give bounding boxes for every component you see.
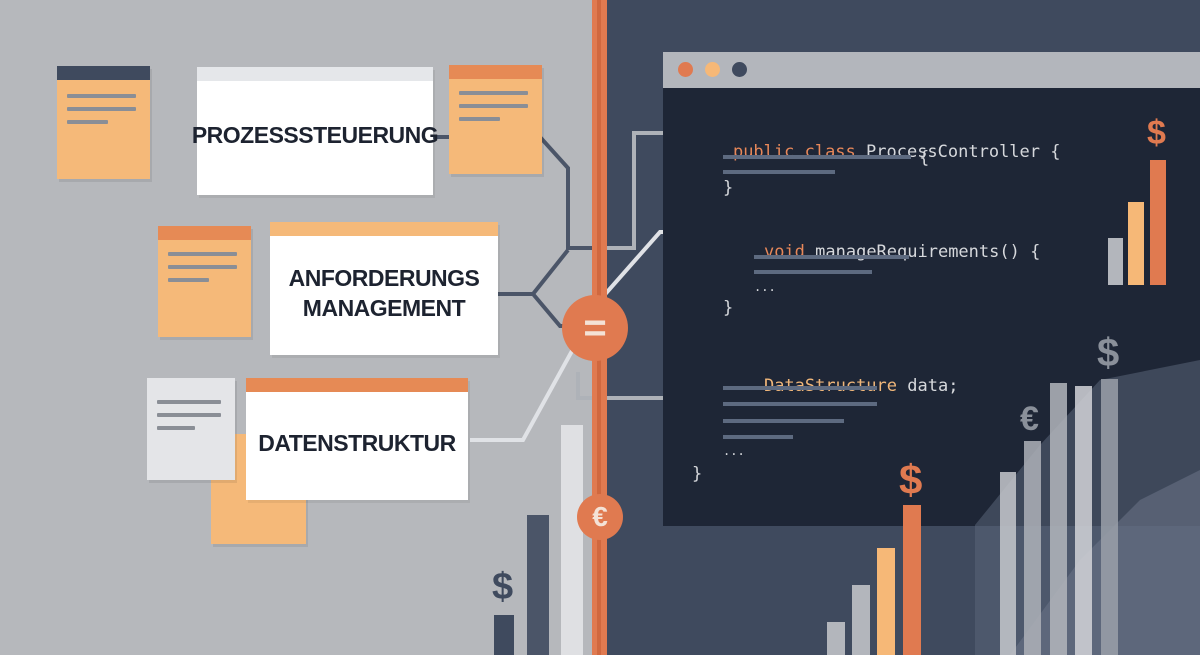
bar-right-4	[903, 505, 921, 655]
code-brace-open: {	[919, 148, 930, 168]
code-brace-close: }	[723, 178, 734, 198]
equals-symbol: =	[583, 305, 607, 350]
code-ellipsis: ...	[723, 444, 745, 458]
window-close-icon[interactable]	[678, 62, 693, 77]
euro-symbol: €	[592, 501, 608, 532]
bar-right-7	[1050, 383, 1067, 655]
bar-left-1	[494, 615, 514, 655]
code-ellipsis: ...	[754, 280, 776, 294]
code-placeholder-line	[723, 402, 877, 406]
sticky-note-orange-top	[449, 65, 542, 174]
card-anforderungsmanagement[interactable]: ANFORDERUNGS MANAGEMENT	[270, 222, 498, 355]
bar-left-2	[527, 515, 549, 655]
bar-right-1	[827, 622, 845, 655]
sticky-note-dark-top	[57, 66, 150, 179]
sticky-note-orange-middle	[158, 226, 251, 337]
code-field-name: data;	[897, 376, 959, 396]
card-title-datenstruktur: DATENSTRUKTUR	[258, 430, 456, 456]
bar-left-3	[561, 425, 583, 655]
bar-code-1	[1108, 238, 1123, 285]
bar-right-5	[1000, 472, 1016, 655]
euro-coin-icon: €	[577, 494, 623, 540]
bar-right-3	[877, 548, 895, 655]
equals-coin-icon: =	[562, 295, 628, 361]
code-placeholder-line	[723, 419, 844, 423]
code-brace-close: }	[692, 464, 703, 484]
bar-code-2	[1128, 202, 1144, 285]
dollar-icon: $	[899, 456, 923, 503]
code-placeholder-line	[723, 170, 835, 174]
code-placeholder-line	[723, 435, 793, 439]
code-placeholder-line	[723, 386, 877, 390]
window-maximize-icon[interactable]	[732, 62, 747, 77]
code-brace-close: }	[723, 298, 734, 318]
card-datenstruktur[interactable]: DATENSTRUKTUR	[246, 378, 468, 500]
code-placeholder-line	[723, 155, 911, 159]
code-placeholder-line	[754, 255, 909, 259]
card-prozesssteuerung[interactable]: PROZESSSTEUERUNG	[192, 67, 439, 195]
bar-right-9	[1101, 379, 1118, 655]
euro-icon: €	[1020, 400, 1039, 438]
window-titlebar	[663, 52, 1200, 88]
bar-right-8	[1075, 386, 1092, 655]
dollar-icon: $	[1147, 114, 1166, 152]
card-title-prozesssteuerung: PROZESSSTEUERUNG	[191, 122, 439, 148]
dollar-icon: $	[1097, 331, 1120, 375]
card-title-anforderungsmanagement: ANFORDERUNGS MANAGEMENT	[288, 264, 480, 321]
bar-right-2	[852, 585, 870, 655]
bar-right-6	[1024, 441, 1041, 655]
window-minimize-icon[interactable]	[705, 62, 720, 77]
code-placeholder-line	[754, 270, 872, 274]
dollar-icon: $	[492, 566, 514, 608]
sticky-note-white-bottom	[147, 378, 235, 480]
bar-code-3	[1150, 160, 1166, 285]
